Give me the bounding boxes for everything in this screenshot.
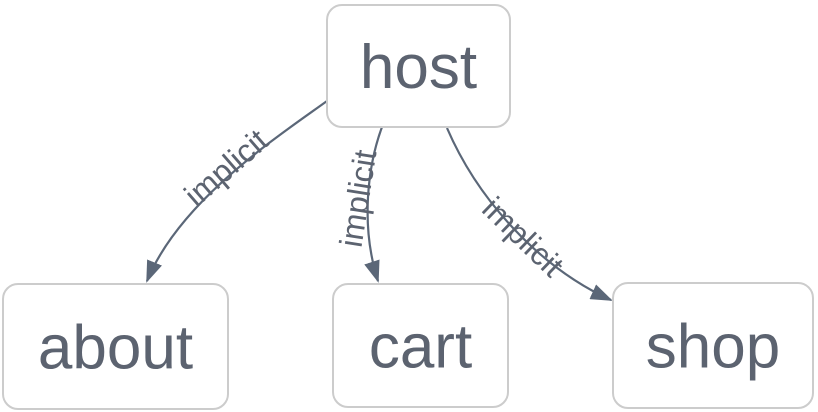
node-host-box[interactable] bbox=[326, 4, 511, 128]
node-shop-label: shop bbox=[646, 313, 780, 382]
edge-host-cart-label: implicit bbox=[333, 147, 384, 249]
edge-host-about-line bbox=[145, 100, 328, 283]
node-cart-box[interactable] bbox=[332, 283, 509, 408]
edge-host-about: implicit bbox=[145, 100, 328, 283]
node-about-box[interactable] bbox=[2, 283, 229, 410]
node-host[interactable]: host bbox=[326, 4, 511, 128]
node-shop[interactable]: shop bbox=[612, 282, 814, 409]
edge-host-cart-line bbox=[364, 126, 384, 283]
edge-host-about-label: implicit bbox=[177, 122, 274, 213]
node-cart[interactable]: cart bbox=[332, 283, 509, 408]
edge-host-shop-line bbox=[445, 127, 613, 302]
node-shop-box[interactable] bbox=[612, 282, 814, 409]
node-host-label: host bbox=[360, 33, 477, 102]
edge-host-shop-label: implicit bbox=[475, 190, 570, 284]
node-cart-label: cart bbox=[369, 313, 472, 382]
edge-host-cart: implicit bbox=[333, 126, 384, 283]
node-about-label: about bbox=[38, 314, 193, 383]
node-about[interactable]: about bbox=[2, 283, 229, 410]
edge-host-shop: implicit bbox=[445, 127, 613, 302]
